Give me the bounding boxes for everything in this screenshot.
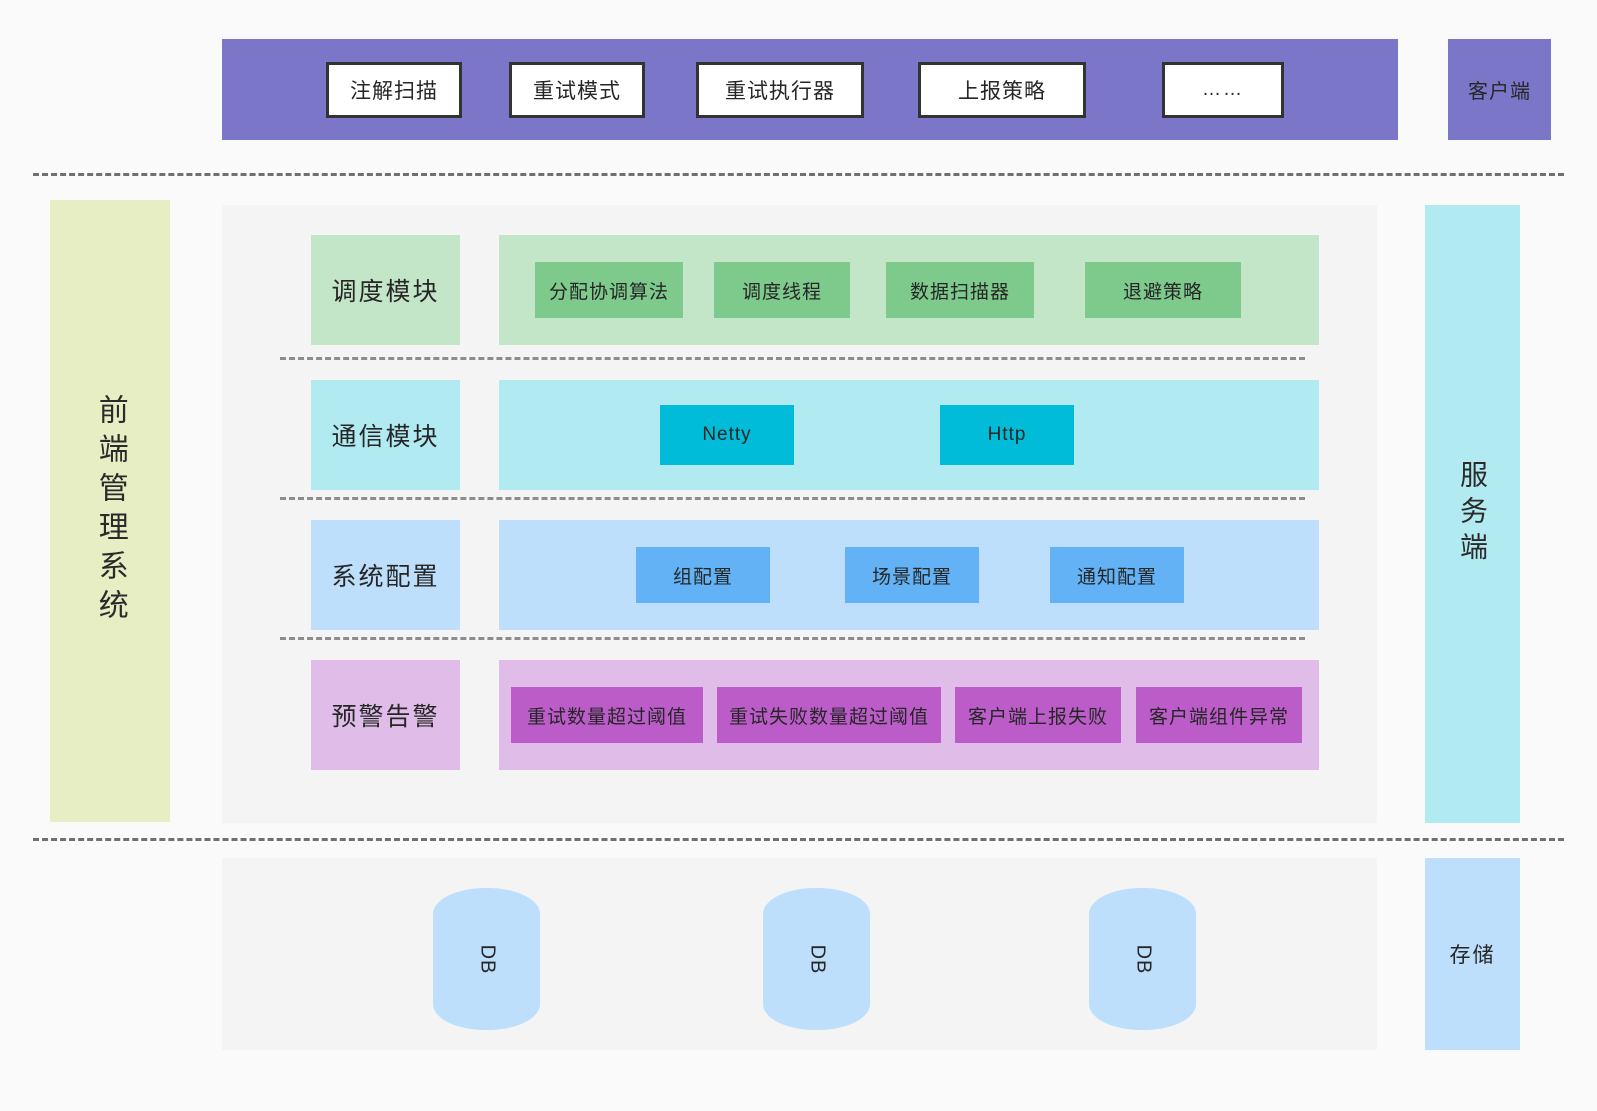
database-label: DB [475, 944, 498, 974]
layer-band-system-config: 组配置 场景配置 通知配置 [499, 520, 1319, 630]
client-item-retry-mode[interactable]: 重试模式 [509, 62, 645, 118]
chip-scene-config[interactable]: 场景配置 [845, 547, 979, 603]
layer-row-system-config: 系统配置 组配置 场景配置 通知配置 [222, 520, 1322, 630]
chip-label: 重试失败数量超过阈值 [728, 706, 929, 728]
client-item-report-strategy[interactable]: 上报策略 [918, 62, 1086, 118]
layer-label-text: 预警告警 [331, 703, 440, 731]
side-label-client-text: 客户端 [1468, 81, 1531, 103]
chip-label: 数据扫描器 [909, 281, 1010, 303]
client-item-label: 重试模式 [533, 80, 621, 103]
chip-label: 客户端上报失败 [967, 706, 1108, 728]
client-layer-bar: 注解扫描 重试模式 重试执行器 上报策略 …… [222, 39, 1398, 140]
layer-label-communication: 通信模块 [311, 380, 460, 490]
chip-http[interactable]: Http [940, 405, 1074, 465]
chip-backoff-strategy[interactable]: 退避策略 [1085, 262, 1241, 318]
side-label-server: 服务端 [1425, 205, 1520, 823]
layer-label-alerting: 预警告警 [311, 660, 460, 770]
chip-label: 场景配置 [871, 566, 952, 588]
divider-communication-config [280, 497, 1305, 500]
chip-retry-failure-count-exceeds-threshold[interactable]: 重试失败数量超过阈值 [717, 687, 941, 743]
chip-label: 组配置 [672, 566, 733, 588]
chip-retry-count-exceeds-threshold[interactable]: 重试数量超过阈值 [511, 687, 703, 743]
side-label-storage: 存储 [1425, 858, 1520, 1050]
side-label-storage-text: 存储 [1449, 944, 1496, 967]
chip-client-component-exception[interactable]: 客户端组件异常 [1136, 687, 1302, 743]
database-cylinder[interactable]: DB [763, 888, 870, 1030]
divider-scheduling-communication [280, 357, 1305, 360]
server-body-panel: 调度模块 分配协调算法 调度线程 数据扫描器 退避策略 通信模块 Netty [222, 205, 1377, 823]
client-item-label: 上报策略 [958, 80, 1046, 103]
layer-label-scheduling: 调度模块 [311, 235, 460, 345]
layer-band-scheduling: 分配协调算法 调度线程 数据扫描器 退避策略 [499, 235, 1319, 345]
layer-row-alerting: 预警告警 重试数量超过阈值 重试失败数量超过阈值 客户端上报失败 客户端组件异常 [222, 660, 1322, 770]
chip-label: 退避策略 [1122, 281, 1203, 303]
chip-allocation-coordination-algorithm[interactable]: 分配协调算法 [535, 262, 683, 318]
layer-row-communication: 通信模块 Netty Http [222, 380, 1322, 490]
chip-group-config[interactable]: 组配置 [636, 547, 770, 603]
chip-label: Netty [702, 424, 752, 445]
divider-config-alerting [280, 637, 1305, 640]
client-item-label: 注解扫描 [350, 80, 438, 103]
layer-label-system-config: 系统配置 [311, 520, 460, 630]
chip-label: 通知配置 [1076, 566, 1157, 588]
client-item-retry-executor[interactable]: 重试执行器 [696, 62, 864, 118]
divider-client-server [33, 173, 1564, 176]
layer-band-alerting: 重试数量超过阈值 重试失败数量超过阈值 客户端上报失败 客户端组件异常 [499, 660, 1319, 770]
chip-label: 客户端组件异常 [1148, 706, 1289, 728]
layer-band-communication: Netty Http [499, 380, 1319, 490]
client-item-annotation-scan[interactable]: 注解扫描 [326, 62, 462, 118]
chip-client-report-failure[interactable]: 客户端上报失败 [955, 687, 1121, 743]
chip-notification-config[interactable]: 通知配置 [1050, 547, 1184, 603]
layer-label-text: 通信模块 [331, 423, 440, 451]
frontend-management-label: 前端管理系统 [93, 394, 127, 628]
client-item-ellipsis[interactable]: …… [1162, 62, 1284, 118]
database-cylinder[interactable]: DB [1089, 888, 1196, 1030]
layer-row-scheduling: 调度模块 分配协调算法 调度线程 数据扫描器 退避策略 [222, 235, 1322, 345]
chip-netty[interactable]: Netty [660, 405, 794, 465]
layer-label-text: 系统配置 [331, 563, 440, 591]
database-label: DB [805, 944, 828, 974]
ellipsis-icon: …… [1202, 79, 1244, 100]
database-cylinder[interactable]: DB [433, 888, 540, 1030]
frontend-management-panel: 前端管理系统 [50, 200, 170, 822]
side-label-server-text: 服务端 [1457, 460, 1488, 568]
chip-data-scanner[interactable]: 数据扫描器 [886, 262, 1034, 318]
storage-body-panel: DB DB DB [222, 858, 1377, 1050]
chip-label: 重试数量超过阈值 [526, 706, 687, 728]
side-label-client: 客户端 [1448, 39, 1551, 140]
database-label: DB [1131, 944, 1154, 974]
layer-label-text: 调度模块 [331, 278, 440, 306]
divider-server-storage [33, 838, 1564, 841]
client-item-label: 重试执行器 [725, 80, 835, 103]
chip-scheduling-thread[interactable]: 调度线程 [714, 262, 850, 318]
chip-label: Http [987, 424, 1027, 445]
chip-label: 分配协调算法 [548, 281, 669, 303]
chip-label: 调度线程 [741, 281, 822, 303]
